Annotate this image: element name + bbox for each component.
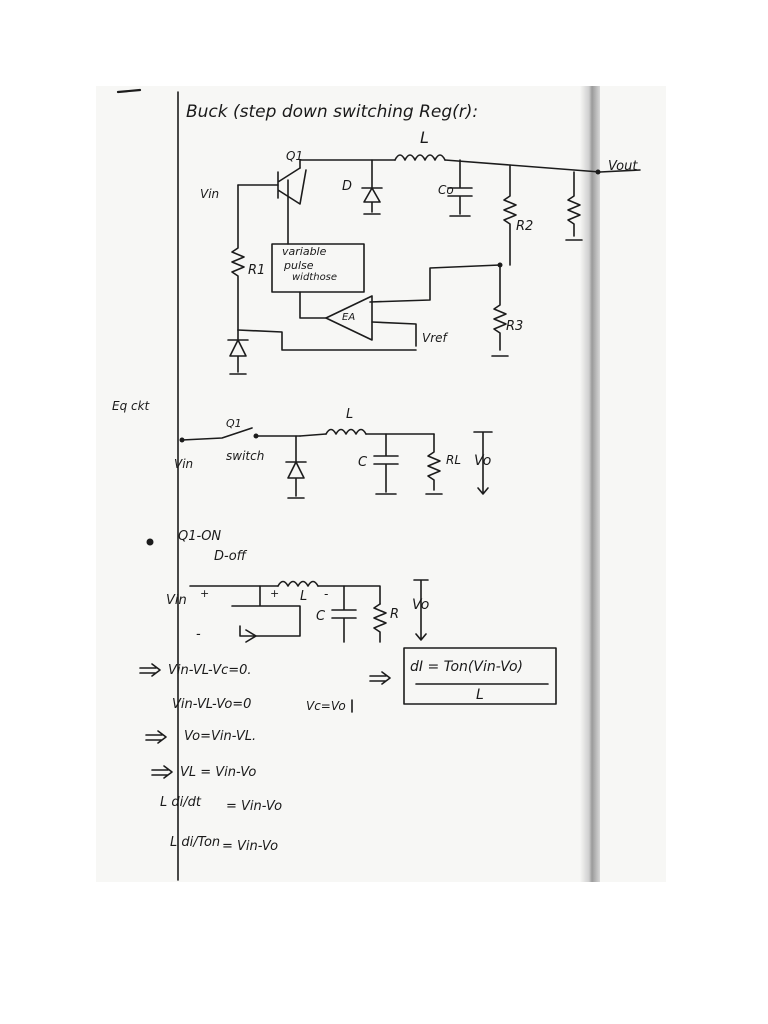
pwm-block — [271, 243, 365, 293]
page-binding-shadow — [580, 86, 600, 882]
label-c-2: C — [358, 455, 368, 470]
pwm-line-1: variable — [282, 245, 327, 258]
label-switch: switch — [226, 449, 265, 463]
equation-1: Vin-VL-Vc=0. — [168, 663, 252, 678]
boxed-denominator: L — [476, 687, 484, 703]
label-vo-2: Vo — [474, 453, 492, 469]
equation-6-right: = Vin-Vo — [222, 839, 279, 854]
boxed-numerator: dI = Ton(Vin-Vo) — [410, 659, 523, 675]
label-eq-ckt: Eq ckt — [112, 399, 150, 413]
label-c-3: C — [316, 609, 326, 624]
equation-6-left: L di/Ton — [170, 835, 221, 850]
error-amplifier — [325, 295, 373, 341]
label-vin: Vin — [200, 187, 220, 201]
equation-5-right: = Vin-Vo — [226, 799, 283, 814]
label-l-3: L — [300, 589, 308, 604]
label-vout: Vout — [608, 159, 638, 174]
label-minus-l: - — [324, 587, 329, 601]
equation-3: Vo=Vin-VL. — [184, 729, 257, 744]
label-vin-3: Vin — [166, 593, 187, 608]
margin-dash — [116, 88, 142, 94]
equivalent-circuit-schematic — [179, 427, 493, 499]
label-r2: R2 — [516, 219, 534, 234]
label-lt: L — [346, 407, 354, 422]
label-vin-2: Vin — [174, 457, 194, 471]
equation-2-note: Vc=Vo — [306, 699, 346, 713]
label-plus-vin: + — [200, 587, 210, 600]
label-r1: R1 — [248, 263, 266, 278]
label-r-3: R — [390, 607, 400, 622]
equation-4: VL = Vin-Vo — [180, 765, 257, 780]
pwm-line-3: widthose — [292, 272, 338, 283]
state-d-off: D-off — [214, 549, 247, 564]
equation-5-left: L di/dt — [160, 795, 201, 810]
boxed-result-frame — [403, 647, 557, 705]
label-minus-vin: - — [196, 627, 201, 642]
label-l: L — [420, 128, 429, 147]
label-r3: R3 — [506, 319, 524, 334]
label-vo-3: Vo — [412, 597, 430, 613]
buck-regulator-schematic — [227, 154, 641, 375]
label-q1: Q1 — [286, 149, 304, 163]
state-q1-on: Q1-ON — [178, 529, 222, 544]
vout-node — [595, 169, 601, 175]
pwm-line-2: pulse — [284, 259, 314, 272]
label-ea: EA — [342, 312, 356, 323]
label-d: D — [342, 179, 353, 194]
label-rl: RL — [446, 453, 462, 467]
implies-arrows — [139, 663, 391, 779]
label-plus-l: + — [270, 587, 280, 600]
bullet — [146, 538, 154, 546]
on-state-schematic — [189, 579, 429, 643]
label-q1-switch: Q1 — [226, 417, 242, 430]
equation-2: Vin-VL-Vo=0 — [172, 697, 252, 712]
label-vref: Vref — [422, 331, 447, 345]
page-heading: Buck (step down switching Reg(r): — [186, 102, 479, 122]
label-co: Co — [438, 183, 454, 197]
